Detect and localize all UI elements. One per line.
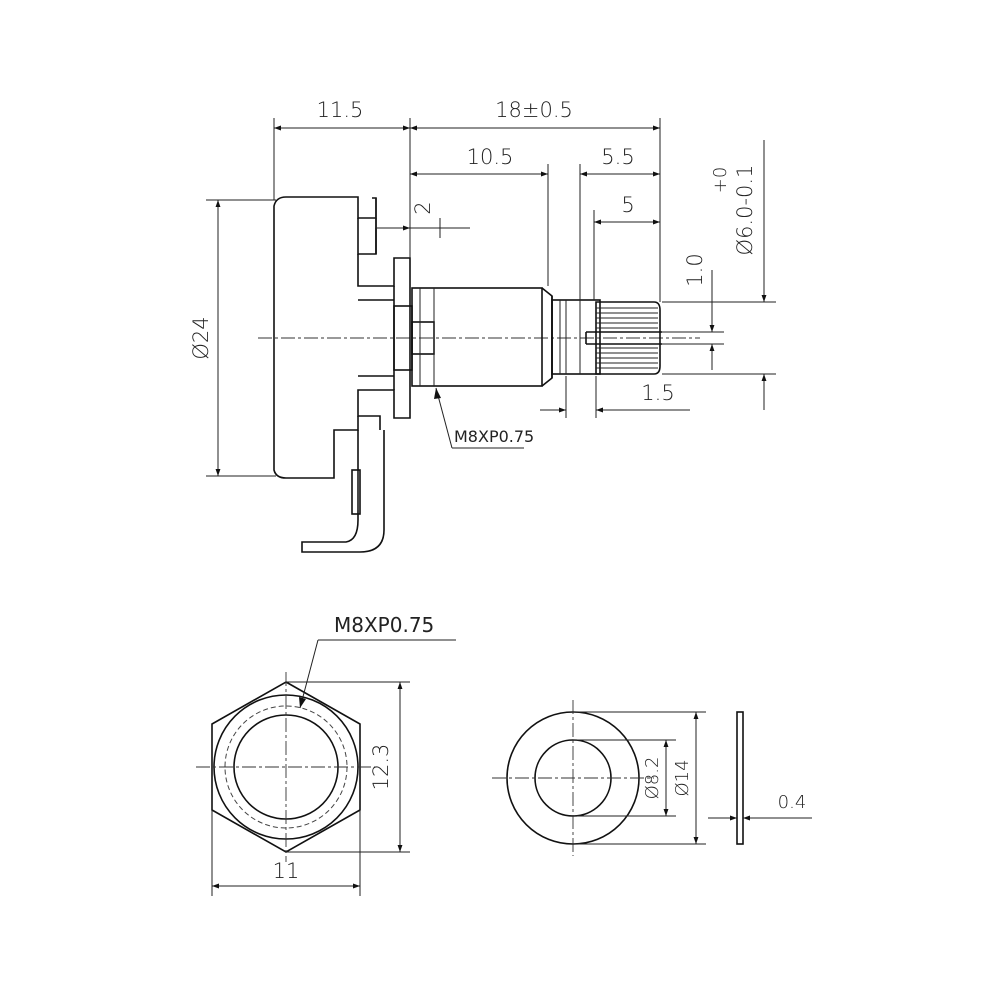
dim-shaft-dia: Ø6.0-0.1 bbox=[733, 165, 757, 256]
terminal-lug bbox=[301, 430, 385, 553]
dim-groove: 1.5 bbox=[641, 381, 674, 405]
dim-across-corners: 12.3 bbox=[369, 744, 393, 791]
nut-thread-label: M8XP0.75 bbox=[334, 613, 434, 637]
shaft bbox=[551, 299, 601, 375]
dim-shaft-tol-upper: +0 bbox=[710, 167, 731, 194]
mounting-plate bbox=[357, 254, 411, 430]
dim-slot-width: 1.0 bbox=[683, 253, 707, 286]
dim-knurl-length: 5.5 bbox=[601, 145, 634, 169]
nut-view: M8XP0.75 12.3 11 bbox=[196, 613, 456, 896]
dim-total-shaft: 18±0.5 bbox=[495, 98, 573, 122]
side-thread-label: M8XP0.75 bbox=[454, 427, 534, 446]
side-view: 11.5 18±0.5 10.5 5.5 5 2 Ø24 Ø6.0-0.1 + bbox=[189, 98, 776, 553]
dim-slot-depth: 5 bbox=[621, 193, 634, 217]
dim-body-length: 11.5 bbox=[317, 98, 364, 122]
knurled-shaft-tip bbox=[585, 301, 662, 375]
threaded-bushing bbox=[411, 287, 543, 387]
dim-flange: 2 bbox=[411, 201, 435, 214]
washer-edge bbox=[736, 711, 744, 845]
dim-inner-dia: Ø8.2 bbox=[642, 757, 663, 800]
dim-outer-dia: Ø14 bbox=[672, 759, 693, 796]
washer-view: Ø8.2 Ø14 0.4 bbox=[492, 700, 812, 856]
dim-body-dia: Ø24 bbox=[189, 316, 213, 359]
dim-thickness: 0.4 bbox=[778, 792, 807, 813]
dim-across-flats: 11 bbox=[273, 859, 300, 883]
potentiometer-body bbox=[273, 196, 377, 479]
dim-bushing-length: 10.5 bbox=[467, 145, 514, 169]
